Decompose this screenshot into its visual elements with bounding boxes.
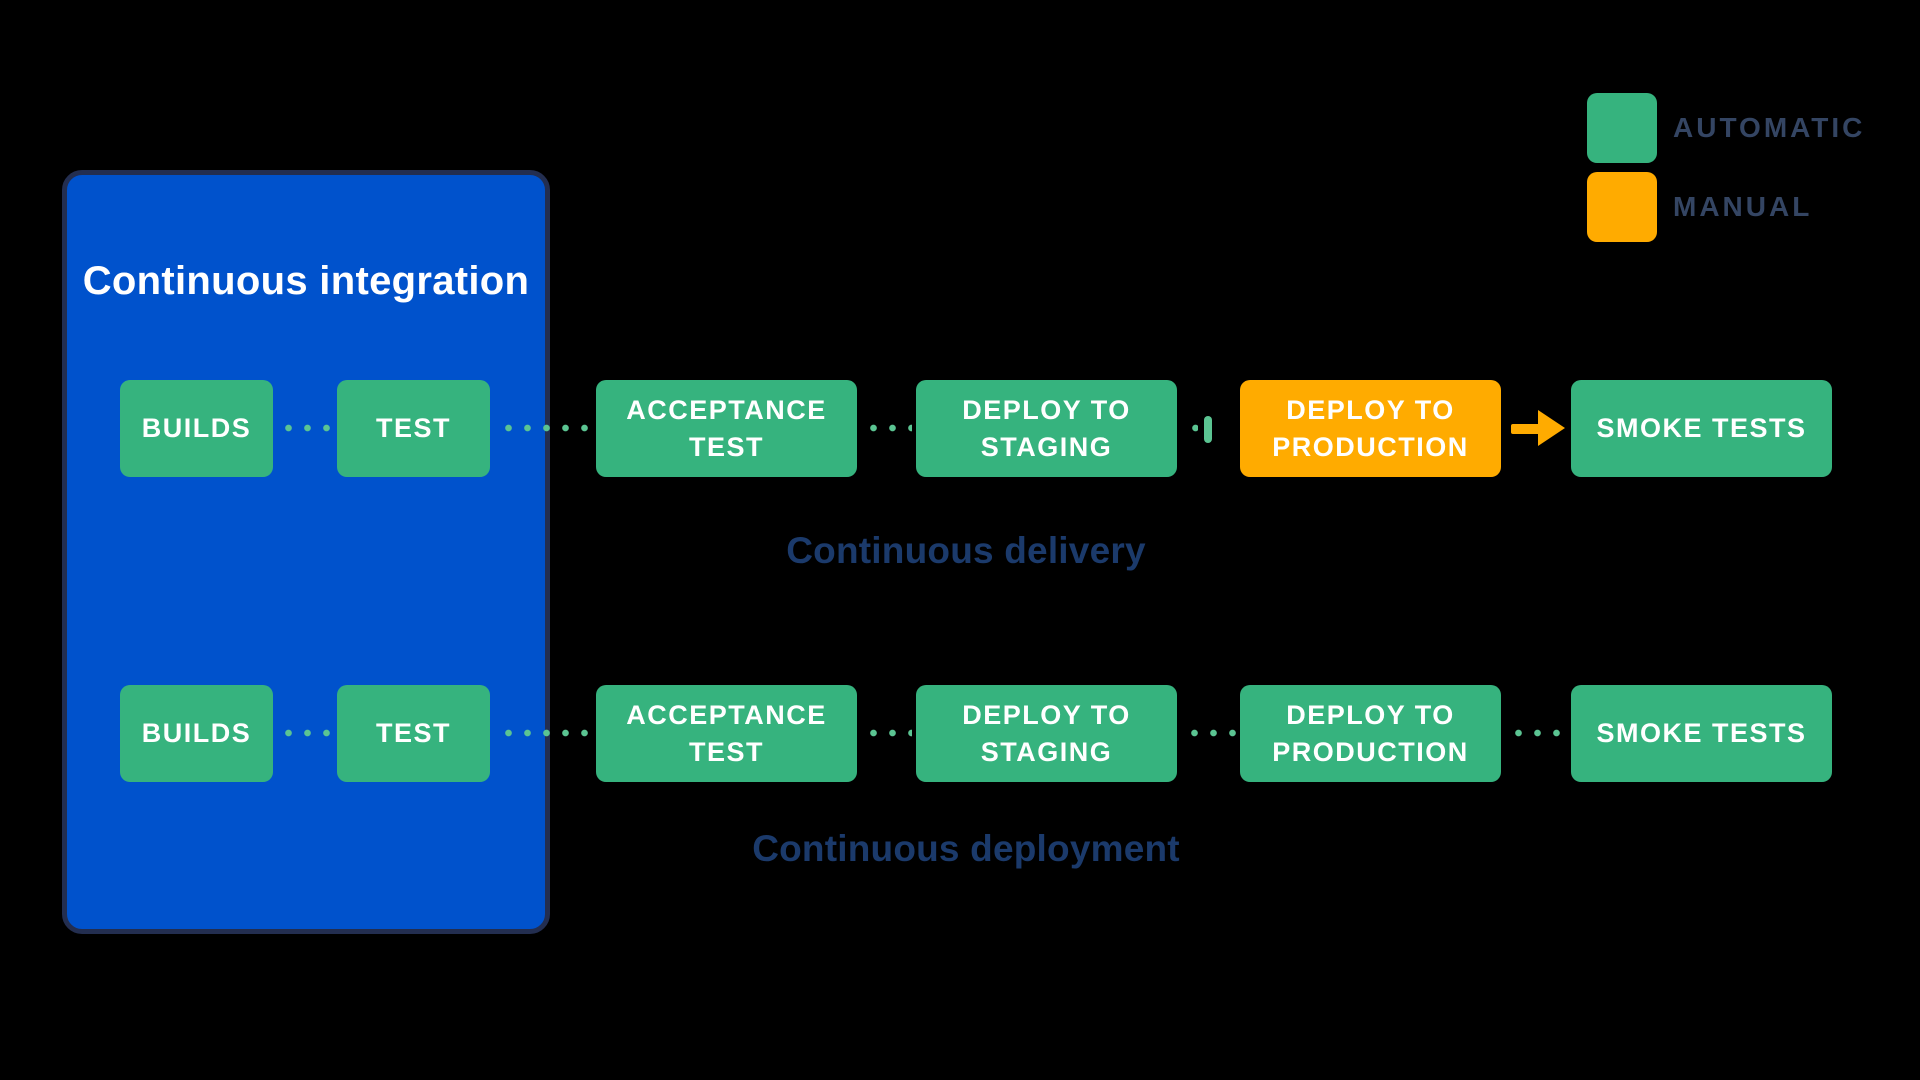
delivery-step-test: TEST	[337, 380, 490, 477]
continuous-deployment-label: Continuous deployment	[752, 828, 1180, 869]
legend-swatch-automatic	[1587, 93, 1657, 163]
legend-label-manual: MANUAL	[1673, 191, 1813, 222]
arrow-shaft	[1511, 424, 1541, 434]
delivery-step-smoke-tests: SMOKE TESTS	[1571, 380, 1832, 477]
dotted-connector	[1507, 728, 1567, 738]
dotted-connector	[497, 423, 592, 433]
deployment-step-smoke-tests: SMOKE TESTS	[1571, 685, 1832, 782]
dotted-connector	[862, 728, 912, 738]
continuous-integration-box: Continuous integration	[62, 170, 550, 934]
arrow-head	[1538, 410, 1565, 446]
dotted-connector	[277, 728, 333, 738]
manual-arrow-icon	[1511, 410, 1565, 447]
dotted-connector	[862, 423, 912, 433]
deployment-step-deploy-to-production: DEPLOY TO PRODUCTION	[1240, 685, 1501, 782]
deployment-step-acceptance-test: ACCEPTANCE TEST	[596, 685, 857, 782]
dotted-connector	[1184, 423, 1198, 433]
deployment-step-builds: BUILDS	[120, 685, 273, 782]
deployment-step-test: TEST	[337, 685, 490, 782]
dotted-connector	[277, 423, 333, 433]
manual-gate-icon	[1204, 416, 1212, 443]
delivery-step-deploy-to-production-manual: DEPLOY TO PRODUCTION	[1240, 380, 1501, 477]
delivery-step-acceptance-test: ACCEPTANCE TEST	[596, 380, 857, 477]
legend-swatch-manual	[1587, 172, 1657, 242]
continuous-delivery-label: Continuous delivery	[786, 530, 1146, 571]
continuous-integration-title: Continuous integration	[82, 259, 530, 303]
delivery-step-deploy-to-staging: DEPLOY TO STAGING	[916, 380, 1177, 477]
dotted-connector	[1183, 728, 1236, 738]
dotted-connector	[497, 728, 592, 738]
deployment-step-deploy-to-staging: DEPLOY TO STAGING	[916, 685, 1177, 782]
legend-label-automatic: AUTOMATIC	[1673, 112, 1866, 143]
delivery-step-builds: BUILDS	[120, 380, 273, 477]
